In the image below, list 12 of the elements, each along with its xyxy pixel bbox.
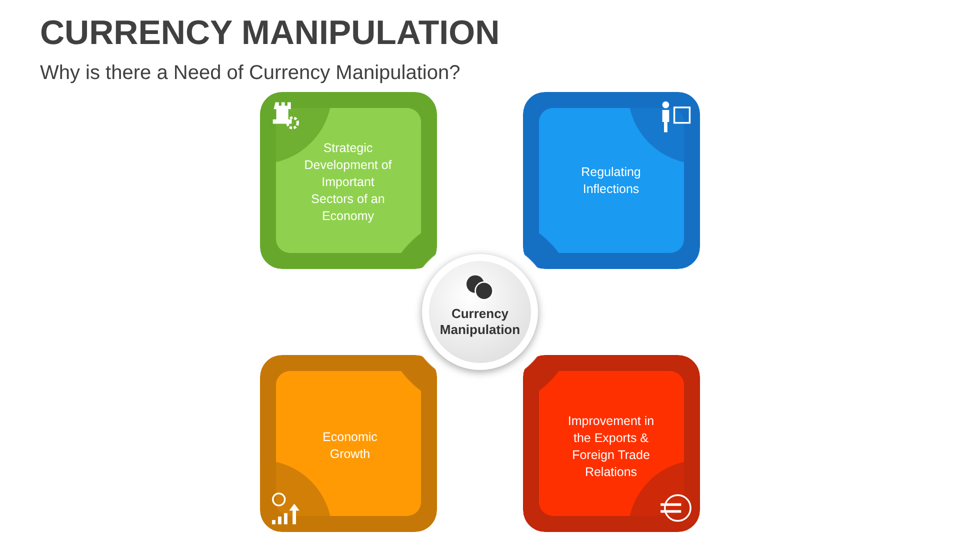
- quadrant-card: [523, 355, 700, 532]
- card-text: Economic Growth: [322, 429, 378, 463]
- quadrant-card: [260, 92, 437, 269]
- center-circle: [422, 254, 538, 370]
- quadrant-card: [260, 355, 437, 532]
- quadrant-card: [523, 92, 700, 269]
- center-text: Currency Manipulation: [438, 306, 522, 338]
- slide-title: CURRENCY MANIPULATION: [40, 14, 500, 53]
- card-text: Regulating Inflections: [580, 164, 642, 198]
- subtitle: Why is there a Need of Currency Manipulation?: [40, 62, 460, 85]
- card-text: Strategic Development of Important Sectors of an Economy: [303, 140, 393, 225]
- card-text: Improvement in the Exports & Foreign Trade Relations: [566, 413, 656, 481]
